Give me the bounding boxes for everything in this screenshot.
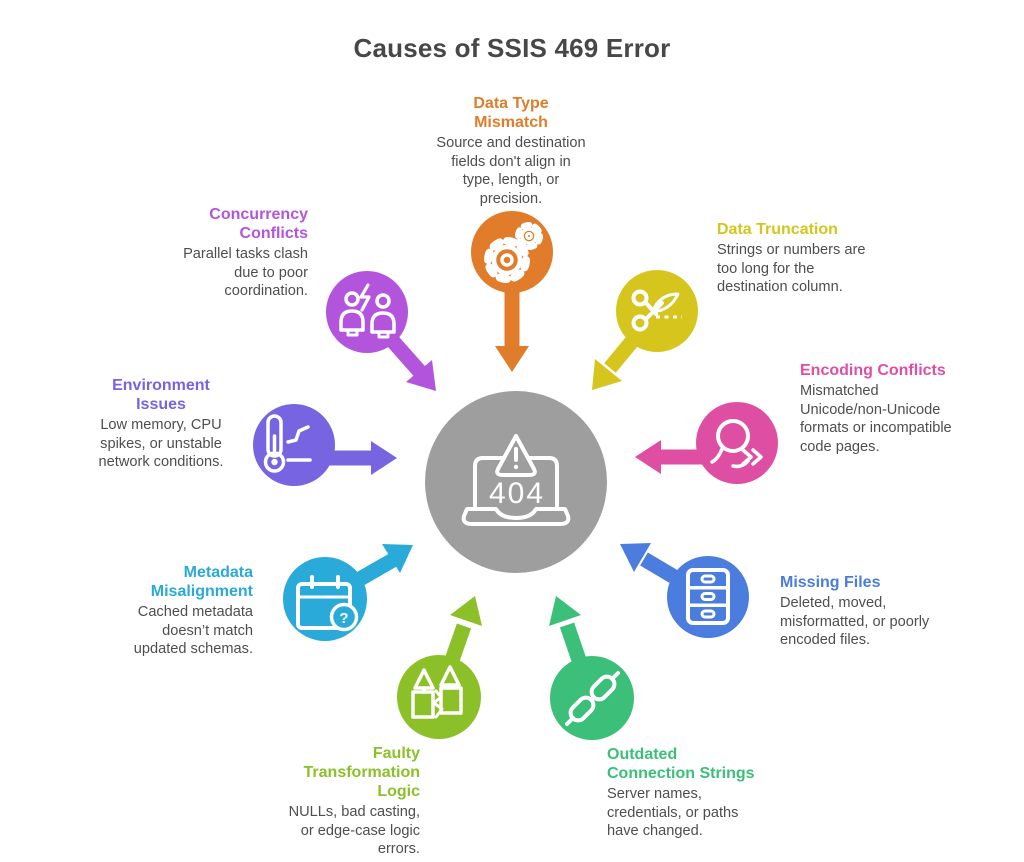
cause-node-outdated-connection-strings xyxy=(549,596,634,740)
cause-node-data-type-mismatch xyxy=(471,211,553,372)
svg-text:?: ? xyxy=(339,610,348,627)
chat-bubble-icon xyxy=(710,419,763,469)
cause-title: Metadata Misalignment xyxy=(150,564,253,600)
cause-title: Environment Issues xyxy=(112,377,210,413)
cause-title: Encoding Conflicts xyxy=(800,362,946,379)
hub-error-code: 404 xyxy=(489,477,545,510)
cause-title: Data Truncation xyxy=(717,221,838,238)
cause-desc: Strings or numbers are too long for the … xyxy=(717,242,866,295)
cause-title: Missing Files xyxy=(780,574,881,591)
cause-label-environment-issues: Environment Issues Low memory, CPU spike… xyxy=(91,376,231,472)
cause-node-data-truncation xyxy=(592,270,698,390)
cause-label-outdated-connection-strings: Outdated Connection Strings Server names… xyxy=(607,745,765,841)
page-title: Causes of SSIS 469 Error xyxy=(353,33,671,63)
cause-circle xyxy=(326,271,408,353)
cause-title: Data Type Mismatch xyxy=(473,95,549,131)
hub-circle xyxy=(425,391,607,573)
cause-label-concurrency-conflicts: Concurrency Conflicts Parallel tasks cla… xyxy=(168,205,308,301)
cause-node-metadata-misalignment: ? xyxy=(283,544,413,641)
people-conflict-icon xyxy=(339,283,396,339)
arrow-head xyxy=(592,359,622,390)
cause-desc: Deleted, moved, misformatted, or poorly … xyxy=(780,595,930,648)
cause-label-data-type-mismatch: Data Type Mismatch Source and destinatio… xyxy=(436,94,586,208)
arrow-head xyxy=(382,544,413,573)
cause-desc: Server names, credentials, or paths have… xyxy=(607,786,739,839)
cause-node-faulty-transformation-logic xyxy=(397,596,482,739)
arrow-head xyxy=(635,440,661,474)
cause-desc: NULLs, bad casting, or edge-case logic e… xyxy=(288,804,420,857)
cause-circle xyxy=(696,402,778,484)
broken-candles-icon xyxy=(411,665,463,719)
cause-label-metadata-misalignment: Metadata Misalignment Cached metadata do… xyxy=(113,563,253,659)
cause-label-encoding-conflicts: Encoding Conflicts Mismatched Unicode/no… xyxy=(800,361,952,456)
cause-title: Concurrency Conflicts xyxy=(209,206,308,242)
chain-link-icon xyxy=(565,671,620,726)
cause-title: Faulty Transformation Logic xyxy=(303,745,420,800)
arrow-head xyxy=(406,360,436,391)
cause-label-faulty-transformation-logic: Faulty Transformation Logic NULLs, bad c… xyxy=(278,744,420,859)
laptop-404-error-icon: 404 xyxy=(461,434,571,526)
cause-desc: Cached metadata doesn’t match updated sc… xyxy=(133,604,253,657)
center-hub: 404 xyxy=(425,391,607,573)
cause-desc: Source and destination fields don't alig… xyxy=(436,135,586,207)
cause-title: Outdated Connection Strings xyxy=(607,746,755,782)
cause-node-encoding-conflicts xyxy=(635,402,778,484)
cause-label-data-truncation: Data Truncation Strings or numbers are t… xyxy=(717,220,872,297)
cause-desc: Parallel tasks clash due to poor coordin… xyxy=(183,246,308,299)
cause-node-environment-issues xyxy=(253,404,397,486)
cause-label-missing-files: Missing Files Deleted, moved, misformatt… xyxy=(780,573,940,650)
thermometer-chart-icon xyxy=(263,414,312,473)
arrow-head xyxy=(620,543,651,572)
arrow-head xyxy=(549,596,581,626)
cause-node-concurrency-conflicts xyxy=(326,271,436,391)
cause-desc: Mismatched Unicode/non-Unicode formats o… xyxy=(800,383,952,455)
file-cabinet-icon xyxy=(686,568,730,625)
cause-node-missing-files xyxy=(620,543,749,638)
gears-icon xyxy=(484,222,543,283)
arrow-head xyxy=(450,596,482,626)
scissors-icon xyxy=(631,289,682,332)
arrow-head xyxy=(371,441,397,475)
cause-desc: Low memory, CPU spikes, or unstable netw… xyxy=(98,417,224,470)
calendar-question-icon: ? xyxy=(296,575,359,632)
arrow-head xyxy=(495,346,529,372)
cause-circle xyxy=(253,404,335,486)
